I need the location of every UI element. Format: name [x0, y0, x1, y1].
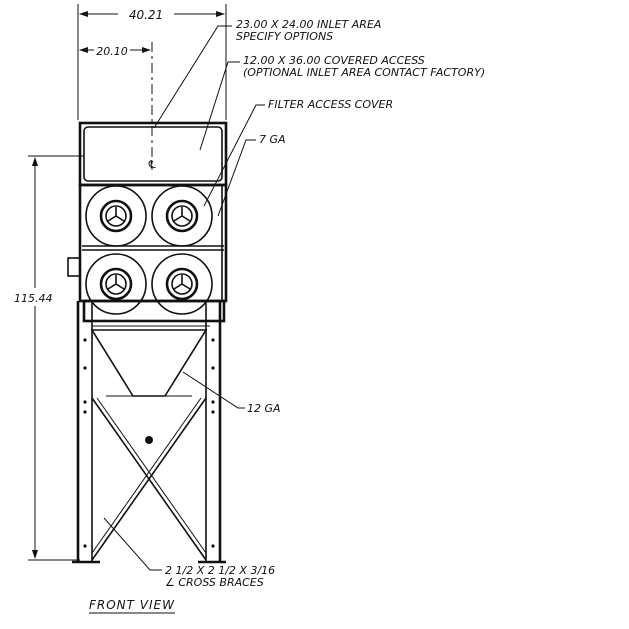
- overall-height-dimension: 115.44: [14, 155, 84, 561]
- half-width-label: 20.10: [96, 45, 128, 58]
- covered-access-callout: 12.00 X 36.00 COVERED ACCESS (OPTIONAL I…: [199, 54, 485, 151]
- view-title: FRONT VIEW: [89, 598, 175, 614]
- filter-cartridge-top-right: [151, 185, 213, 247]
- view-title-text: FRONT VIEW: [89, 598, 175, 612]
- left-leg: [72, 301, 100, 564]
- cross-braces: [91, 397, 207, 561]
- inlet-area-text-line2: SPECIFY OPTIONS: [236, 30, 333, 43]
- cross-braces-text-line2: ∠ CROSS BRACES: [165, 576, 264, 589]
- gauge-7-callout: 7 GA: [217, 133, 286, 217]
- half-width-dimension: 20.10: [79, 45, 151, 58]
- covered-access-text-line2: (OPTIONAL INLET AREA CONTACT FACTORY): [243, 66, 485, 79]
- gauge-12-callout: 12 GA: [182, 371, 281, 415]
- inlet-area-text-line1: 23.00 X 24.00 INLET AREA: [236, 18, 381, 31]
- filter-access-cover-text: FILTER ACCESS COVER: [268, 98, 393, 111]
- filter-cartridge-bottom-right: [151, 253, 213, 315]
- overall-width-dimension: 40.21: [77, 4, 227, 120]
- hopper: [90, 329, 208, 397]
- inlet-area-callout: 23.00 X 24.00 INLET AREA SPECIFY OPTIONS: [153, 18, 381, 129]
- overall-width-label: 40.21: [129, 8, 163, 22]
- overall-height-label: 115.44: [14, 292, 53, 305]
- collector-body: [67, 121, 228, 327]
- filter-access-cover-callout: FILTER ACCESS COVER: [203, 98, 393, 207]
- cross-braces-text-line1: 2 1/2 X 2 1/2 X 3/16: [165, 564, 275, 577]
- cross-braces-callout: 2 1/2 X 2 1/2 X 3/16 ∠ CROSS BRACES: [103, 517, 275, 589]
- covered-access-text-line1: 12.00 X 36.00 COVERED ACCESS: [243, 54, 425, 67]
- filter-cartridge-bottom-left: [85, 253, 147, 315]
- centerline: ℄: [147, 42, 157, 171]
- centerline-symbol: ℄: [147, 158, 157, 171]
- filter-cartridge-top-left: [85, 185, 147, 247]
- gauge-12-text: 12 GA: [247, 402, 281, 415]
- gauge-7-text: 7 GA: [259, 133, 286, 146]
- right-leg: [198, 301, 226, 564]
